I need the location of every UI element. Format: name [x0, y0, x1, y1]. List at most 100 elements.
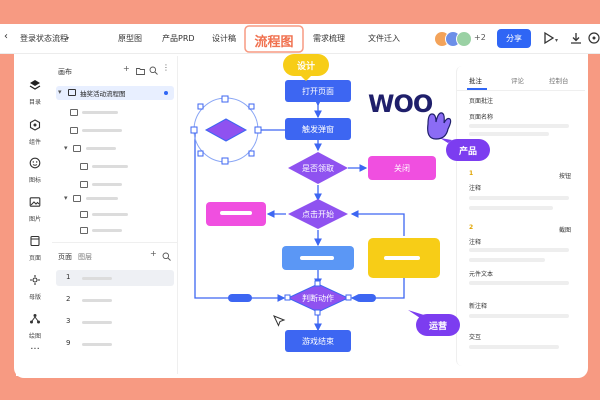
layer-label: 抽奖活动流程图 — [80, 90, 126, 98]
tab-design[interactable]: 设计稿 — [212, 34, 236, 43]
node-is-claim-label[interactable]: 是否领取 — [302, 164, 334, 173]
component-icon — [29, 119, 41, 131]
frame-icon — [80, 181, 88, 188]
layer-item[interactable] — [56, 106, 174, 120]
layer-item[interactable] — [56, 124, 174, 138]
page-number: 9 — [66, 339, 71, 347]
node-is-claim — [288, 152, 348, 184]
note-label: 注释 — [469, 239, 482, 246]
rail-item-catalog[interactable]: 目录 — [20, 73, 50, 106]
chevron-down-icon[interactable]: ▾ — [64, 194, 68, 202]
node-close — [368, 156, 436, 180]
tab-console[interactable]: 控制台 — [549, 77, 569, 85]
tab-requirements[interactable]: 需求梳理 — [313, 34, 345, 43]
layer-item[interactable] — [56, 224, 174, 238]
frame-icon — [80, 163, 88, 170]
chevron-down-icon[interactable]: ▾ — [58, 88, 62, 96]
more-vertical-icon[interactable]: ⋮ — [162, 63, 170, 72]
new-note-label: 新注释 — [469, 303, 488, 310]
rail-item-draw[interactable]: 绘图 — [20, 310, 50, 340]
note-tag: 截图 — [559, 227, 572, 234]
layer-group[interactable]: ▾ — [56, 192, 174, 206]
frame-icon — [68, 89, 76, 96]
rail-label: 目录 — [28, 99, 41, 106]
folder-icon[interactable] — [136, 67, 145, 75]
node-game-end-label[interactable]: 游戏结束 — [302, 337, 334, 346]
rail-item-components[interactable]: 组件 — [20, 116, 50, 146]
chevron-down-icon[interactable]: ▾ — [64, 144, 68, 152]
page-item[interactable]: 1 — [56, 270, 174, 286]
layer-item[interactable] — [56, 178, 174, 192]
play-dropdown-icon[interactable]: ▾ — [555, 37, 559, 44]
tab-product-prd[interactable]: 产品PRD — [162, 34, 195, 43]
element-text-label: 元件文本 — [469, 271, 494, 278]
node-game-end — [285, 330, 351, 352]
add-icon[interactable]: + — [123, 64, 130, 73]
rail-label: 页面 — [28, 255, 41, 262]
tab-pages[interactable]: 页面 — [58, 253, 72, 261]
avatar-count-badge[interactable]: +2 — [474, 33, 486, 42]
document-title[interactable]: 登录状态流程 — [20, 34, 68, 43]
draw-icon — [30, 314, 40, 324]
rail-item-pages[interactable]: 页面 — [20, 232, 50, 262]
avatar — [456, 31, 472, 47]
tab-flowchart[interactable]: 流程图 — [254, 35, 294, 50]
tab-annotations[interactable]: 批注 — [469, 77, 482, 85]
frame-icon — [80, 211, 88, 218]
tab-file-import[interactable]: 文件迁入 — [368, 34, 400, 43]
collaborator-avatars[interactable] — [434, 31, 478, 47]
tab-layers[interactable]: 图层 — [78, 253, 92, 261]
section-title: 页面批注 — [469, 98, 494, 105]
rail-label: 组件 — [28, 139, 41, 146]
layers-icon — [29, 80, 41, 90]
page-name-label: 页面名称 — [469, 114, 494, 121]
layer-item-selected[interactable]: ▾ 抽奖活动流程图 — [56, 86, 174, 100]
page-number: 1 — [66, 273, 71, 281]
node-open-page-label[interactable]: 打开页面 — [302, 87, 334, 96]
share-button[interactable]: 分享 — [497, 29, 531, 48]
rail-label: 绘图 — [28, 333, 41, 340]
page-icon — [30, 235, 40, 247]
rail-item-icons[interactable]: 图标 — [20, 154, 50, 184]
master-icon — [30, 275, 40, 285]
back-arrow-icon[interactable]: ‹ — [4, 31, 8, 42]
page-item[interactable]: 3 — [56, 314, 174, 330]
page-item[interactable]: 9 — [56, 336, 174, 352]
download-icon[interactable] — [568, 30, 584, 46]
node-trigger-popup-label[interactable]: 触发弹窗 — [302, 125, 334, 134]
layer-group[interactable]: ▾ — [56, 142, 174, 156]
rail-label: 图片 — [28, 216, 41, 223]
frame-icon — [80, 227, 88, 234]
title-dropdown-icon[interactable]: ▾ — [66, 35, 70, 42]
rail-item-master[interactable]: 母版 — [20, 271, 50, 301]
tab-prototype[interactable]: 原型图 — [118, 34, 142, 43]
interaction-label: 交互 — [469, 334, 482, 341]
layer-item[interactable] — [56, 208, 174, 222]
note-tag: 按钮 — [559, 173, 572, 180]
add-icon[interactable]: + — [150, 249, 157, 258]
page-item[interactable]: 2 — [56, 292, 174, 308]
node-click-start-label[interactable]: 点击开始 — [302, 210, 334, 219]
node-open-page — [285, 80, 351, 102]
tag-product: 产品 — [458, 147, 477, 157]
frame-icon — [70, 109, 78, 116]
play-icon[interactable] — [541, 30, 557, 46]
node-close-label[interactable]: 关闭 — [394, 164, 410, 173]
layer-item[interactable] — [56, 160, 174, 174]
search-icon[interactable] — [149, 66, 158, 75]
tab-comments[interactable]: 评论 — [511, 77, 524, 85]
node-judge-action-label[interactable]: 判断动作 — [302, 294, 334, 303]
layer-panel: 画布 + ⋮ ▾ 抽奖活动流程图 ▾ — [52, 56, 178, 374]
rail-item-images[interactable]: 图片 — [20, 193, 50, 223]
tag-design: 设计 — [296, 62, 315, 72]
page-number: 2 — [66, 295, 71, 303]
status-dot — [164, 91, 168, 95]
rail-more-icon[interactable]: ··· — [30, 344, 40, 355]
search-icon[interactable] — [162, 252, 171, 261]
rail-label: 图标 — [28, 177, 41, 184]
more-icon[interactable] — [586, 30, 600, 46]
note-number: 1 — [469, 170, 474, 177]
page-number: 3 — [66, 317, 71, 325]
